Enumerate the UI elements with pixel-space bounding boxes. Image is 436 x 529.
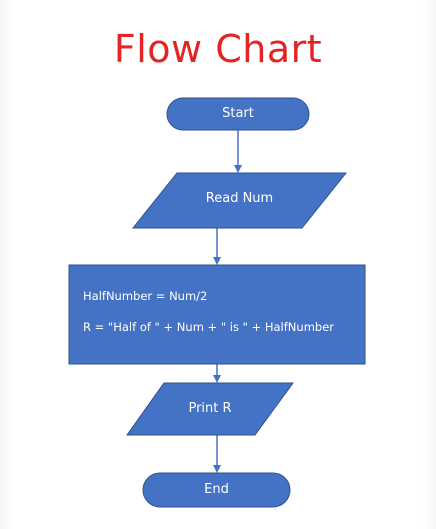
- process-line-2: R = "Half of " + Num + " is " + HalfNumb…: [83, 320, 334, 334]
- process-line-1: HalfNumber = Num/2: [83, 289, 208, 303]
- page-title: Flow Chart: [113, 27, 323, 71]
- start-terminator: [166, 97, 310, 131]
- end-label: End: [204, 482, 229, 497]
- read-num-label: Read Num: [205, 191, 274, 206]
- end-terminator: [142, 472, 291, 508]
- print-r-parallelogram: [126, 382, 294, 436]
- print-r-label: Print R: [188, 401, 232, 416]
- read-num-parallelogram: [131, 172, 348, 229]
- process-rectangle: [68, 264, 366, 365]
- start-label: Start: [222, 106, 254, 121]
